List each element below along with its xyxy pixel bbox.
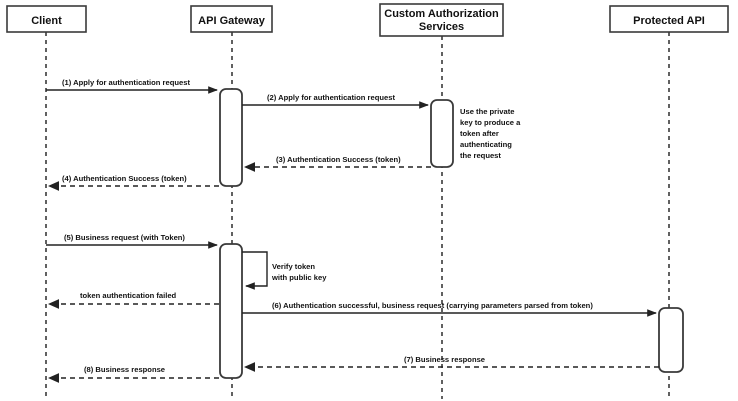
- note-private-key: Use the private key to produce a token a…: [460, 107, 521, 160]
- message-2-label: (2) Apply for authentication request: [267, 93, 395, 102]
- message-3[interactable]: (3) Authentication Success (token): [243, 155, 431, 172]
- message-5[interactable]: (5) Business request (with Token): [46, 233, 218, 249]
- message-1[interactable]: (1) Apply for authentication request: [46, 78, 218, 94]
- message-6[interactable]: (6) Authentication successful, business …: [242, 301, 657, 317]
- activation-gateway-auth[interactable]: [219, 88, 243, 187]
- message-token-authentication-failed[interactable]: token authentication failed: [47, 291, 219, 309]
- message-token-authentication-failed-label: token authentication failed: [80, 291, 177, 300]
- self-message-verify-token[interactable]: Verify token with public key: [242, 251, 327, 290]
- lifeline-label-custom-authorization-services-line1: Custom Authorization: [384, 8, 499, 20]
- lifeline-lines: [45, 32, 670, 399]
- lifeline-label-client: Client: [31, 15, 62, 27]
- message-4-label: (4) Authentication Success (token): [62, 174, 187, 183]
- note-private-key-line-2: key to produce a: [460, 118, 521, 127]
- note-private-key-line-4: authenticating: [460, 140, 512, 149]
- lifeline-box-api-gateway: [190, 5, 273, 33]
- lifeline-head-client[interactable]: Client: [6, 5, 87, 33]
- lifeline-head-protected-api[interactable]: Protected API: [609, 5, 729, 33]
- self-message-verify-token-arrow: [242, 251, 268, 290]
- note-private-key-line-3: token after: [460, 129, 499, 138]
- activation-protected-api[interactable]: [658, 307, 684, 373]
- lifeline-head-api-gateway[interactable]: API Gateway: [190, 5, 273, 33]
- lifeline-label-protected-api: Protected API: [633, 15, 705, 27]
- lifeline-label-custom-authorization-services-line2: Services: [419, 21, 464, 33]
- lifeline-label-api-gateway: API Gateway: [198, 15, 266, 27]
- lifeline-box-client: [6, 5, 87, 33]
- message-6-label: (6) Authentication successful, business …: [272, 301, 593, 310]
- self-message-verify-token-label-line1: Verify token: [272, 262, 315, 271]
- message-2[interactable]: (2) Apply for authentication request: [242, 93, 429, 109]
- lifeline-head-custom-authorization-services[interactable]: Custom Authorization Services: [379, 3, 504, 37]
- message-3-label: (3) Authentication Success (token): [276, 155, 401, 164]
- self-message-verify-token-label-line2: with public key: [271, 273, 327, 282]
- message-7-label: (7) Business response: [404, 355, 485, 364]
- message-7[interactable]: (7) Business response: [243, 355, 659, 372]
- note-private-key-line-5: the request: [460, 151, 501, 160]
- message-5-label: (5) Business request (with Token): [64, 233, 185, 242]
- activation-authservice[interactable]: [430, 99, 454, 168]
- message-1-label: (1) Apply for authentication request: [62, 78, 190, 87]
- message-8[interactable]: (8) Business response: [47, 365, 219, 383]
- note-private-key-line-1: Use the private: [460, 107, 514, 116]
- lifeline-box-custom-authorization-services: [379, 3, 504, 37]
- activation-bars: [219, 88, 684, 379]
- message-8-label: (8) Business response: [84, 365, 165, 374]
- message-4[interactable]: (4) Authentication Success (token): [47, 174, 219, 191]
- activation-gateway-business[interactable]: [219, 243, 243, 379]
- lifeline-box-protected-api: [609, 5, 729, 33]
